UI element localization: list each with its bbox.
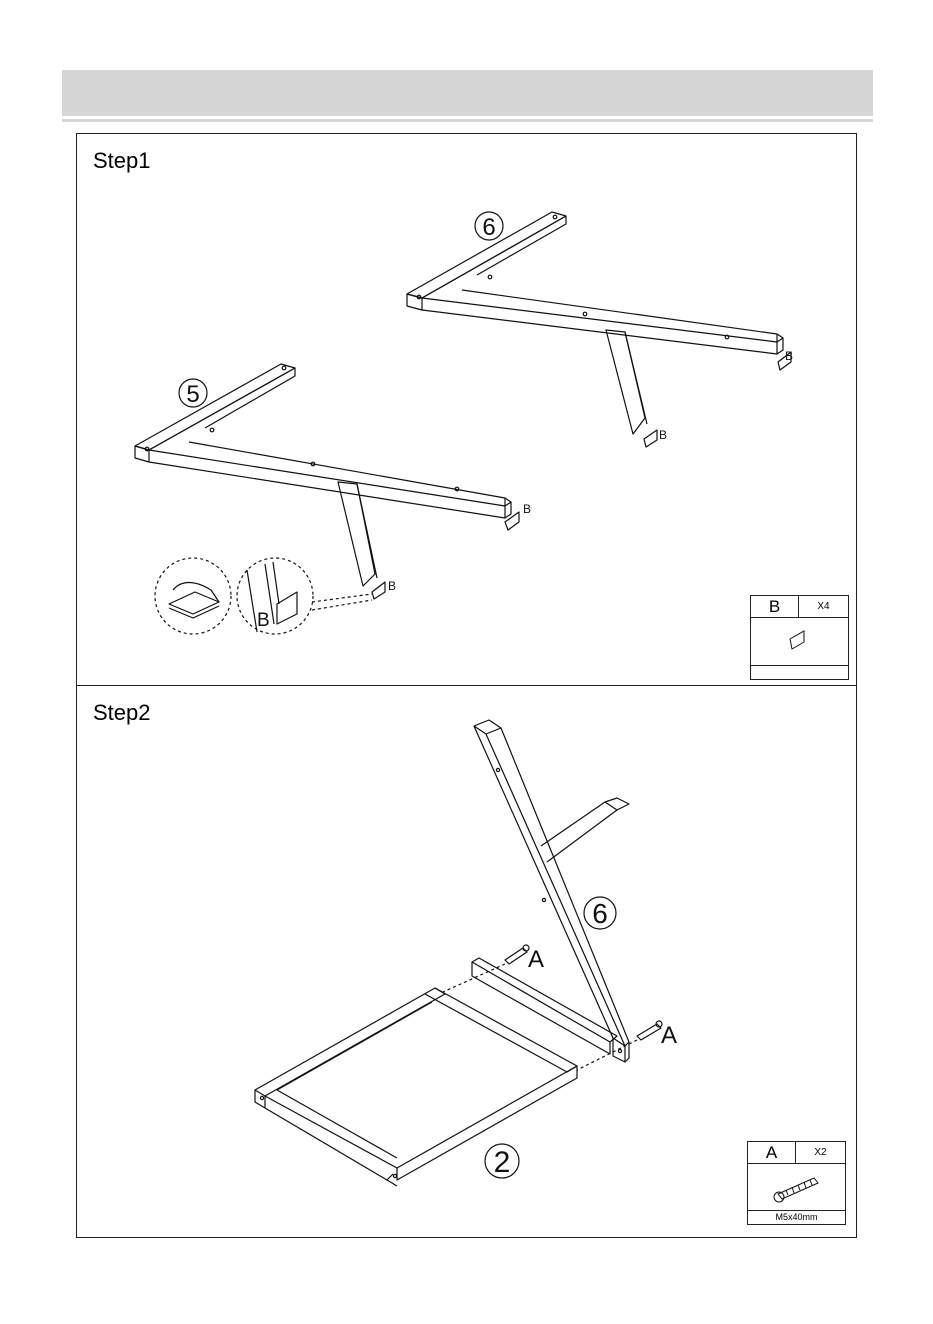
step1-panel: Step1 B B 6 — [76, 133, 857, 686]
step2-drawing: 6 2 A A — [77, 686, 858, 1239]
part6-leg-frame — [474, 720, 629, 1062]
step1-drawing: B B 6 B B 5 — [77, 134, 858, 687]
part2-callout: 2 — [494, 1146, 511, 1179]
step2-panel: Step2 6 — [76, 685, 857, 1238]
detail-label-b: B — [257, 610, 270, 631]
label-a: A — [661, 1022, 677, 1049]
part-spec — [751, 665, 848, 679]
part5-callout: 5 — [186, 381, 199, 408]
pad-b-icon — [787, 629, 813, 651]
part-letter: B — [751, 596, 799, 618]
part-qty: X2 — [796, 1142, 845, 1164]
bolt-a-icon — [770, 1172, 826, 1204]
part6-leg-frame — [407, 212, 791, 447]
leg-end-detail — [247, 562, 297, 632]
label-b: B — [785, 349, 793, 363]
bolt-a-icon — [505, 945, 529, 964]
label-b: B — [523, 502, 531, 516]
part6-callout: 6 — [592, 898, 608, 929]
part-letter: A — [748, 1142, 796, 1164]
label-a: A — [528, 946, 544, 973]
part-spec: M5x40mm — [748, 1210, 845, 1224]
label-b: B — [659, 428, 667, 442]
bolt-a-icon — [637, 1021, 662, 1040]
header-bar — [62, 70, 873, 116]
label-b: B — [388, 579, 396, 593]
header-rule — [62, 119, 873, 122]
part-qty: X4 — [799, 596, 848, 618]
part2-frame — [255, 988, 577, 1186]
crossbar — [472, 958, 617, 1042]
part6-callout: 6 — [482, 214, 495, 241]
pad-b-icon — [505, 512, 519, 530]
peel-sticker-icon — [169, 583, 219, 619]
pad-b-icon — [372, 582, 385, 599]
parts-box-a: A X2 M5x40mm — [747, 1141, 846, 1225]
pad-b-icon — [644, 430, 657, 447]
parts-box-b: B X4 — [750, 595, 849, 680]
